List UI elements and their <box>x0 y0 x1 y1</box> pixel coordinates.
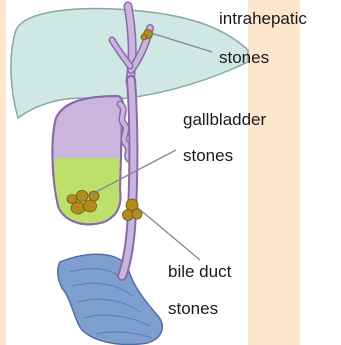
label-intrahepatic-line1: intrahepatic <box>219 10 307 27</box>
label-bile-duct-line2: stones <box>168 300 218 317</box>
label-gallbladder-line1: gallbladder <box>183 111 266 128</box>
bile-duct-stones <box>123 199 143 221</box>
gallbladder-bile <box>54 158 121 224</box>
duodenum <box>58 254 162 344</box>
label-intrahepatic-line2: stones <box>219 49 269 66</box>
label-gallbladder-line2: stones <box>183 147 233 164</box>
label-bile-duct-line1: bile duct <box>168 263 231 280</box>
background-strip-left <box>0 0 6 345</box>
leader-line-bile-duct <box>138 208 200 260</box>
